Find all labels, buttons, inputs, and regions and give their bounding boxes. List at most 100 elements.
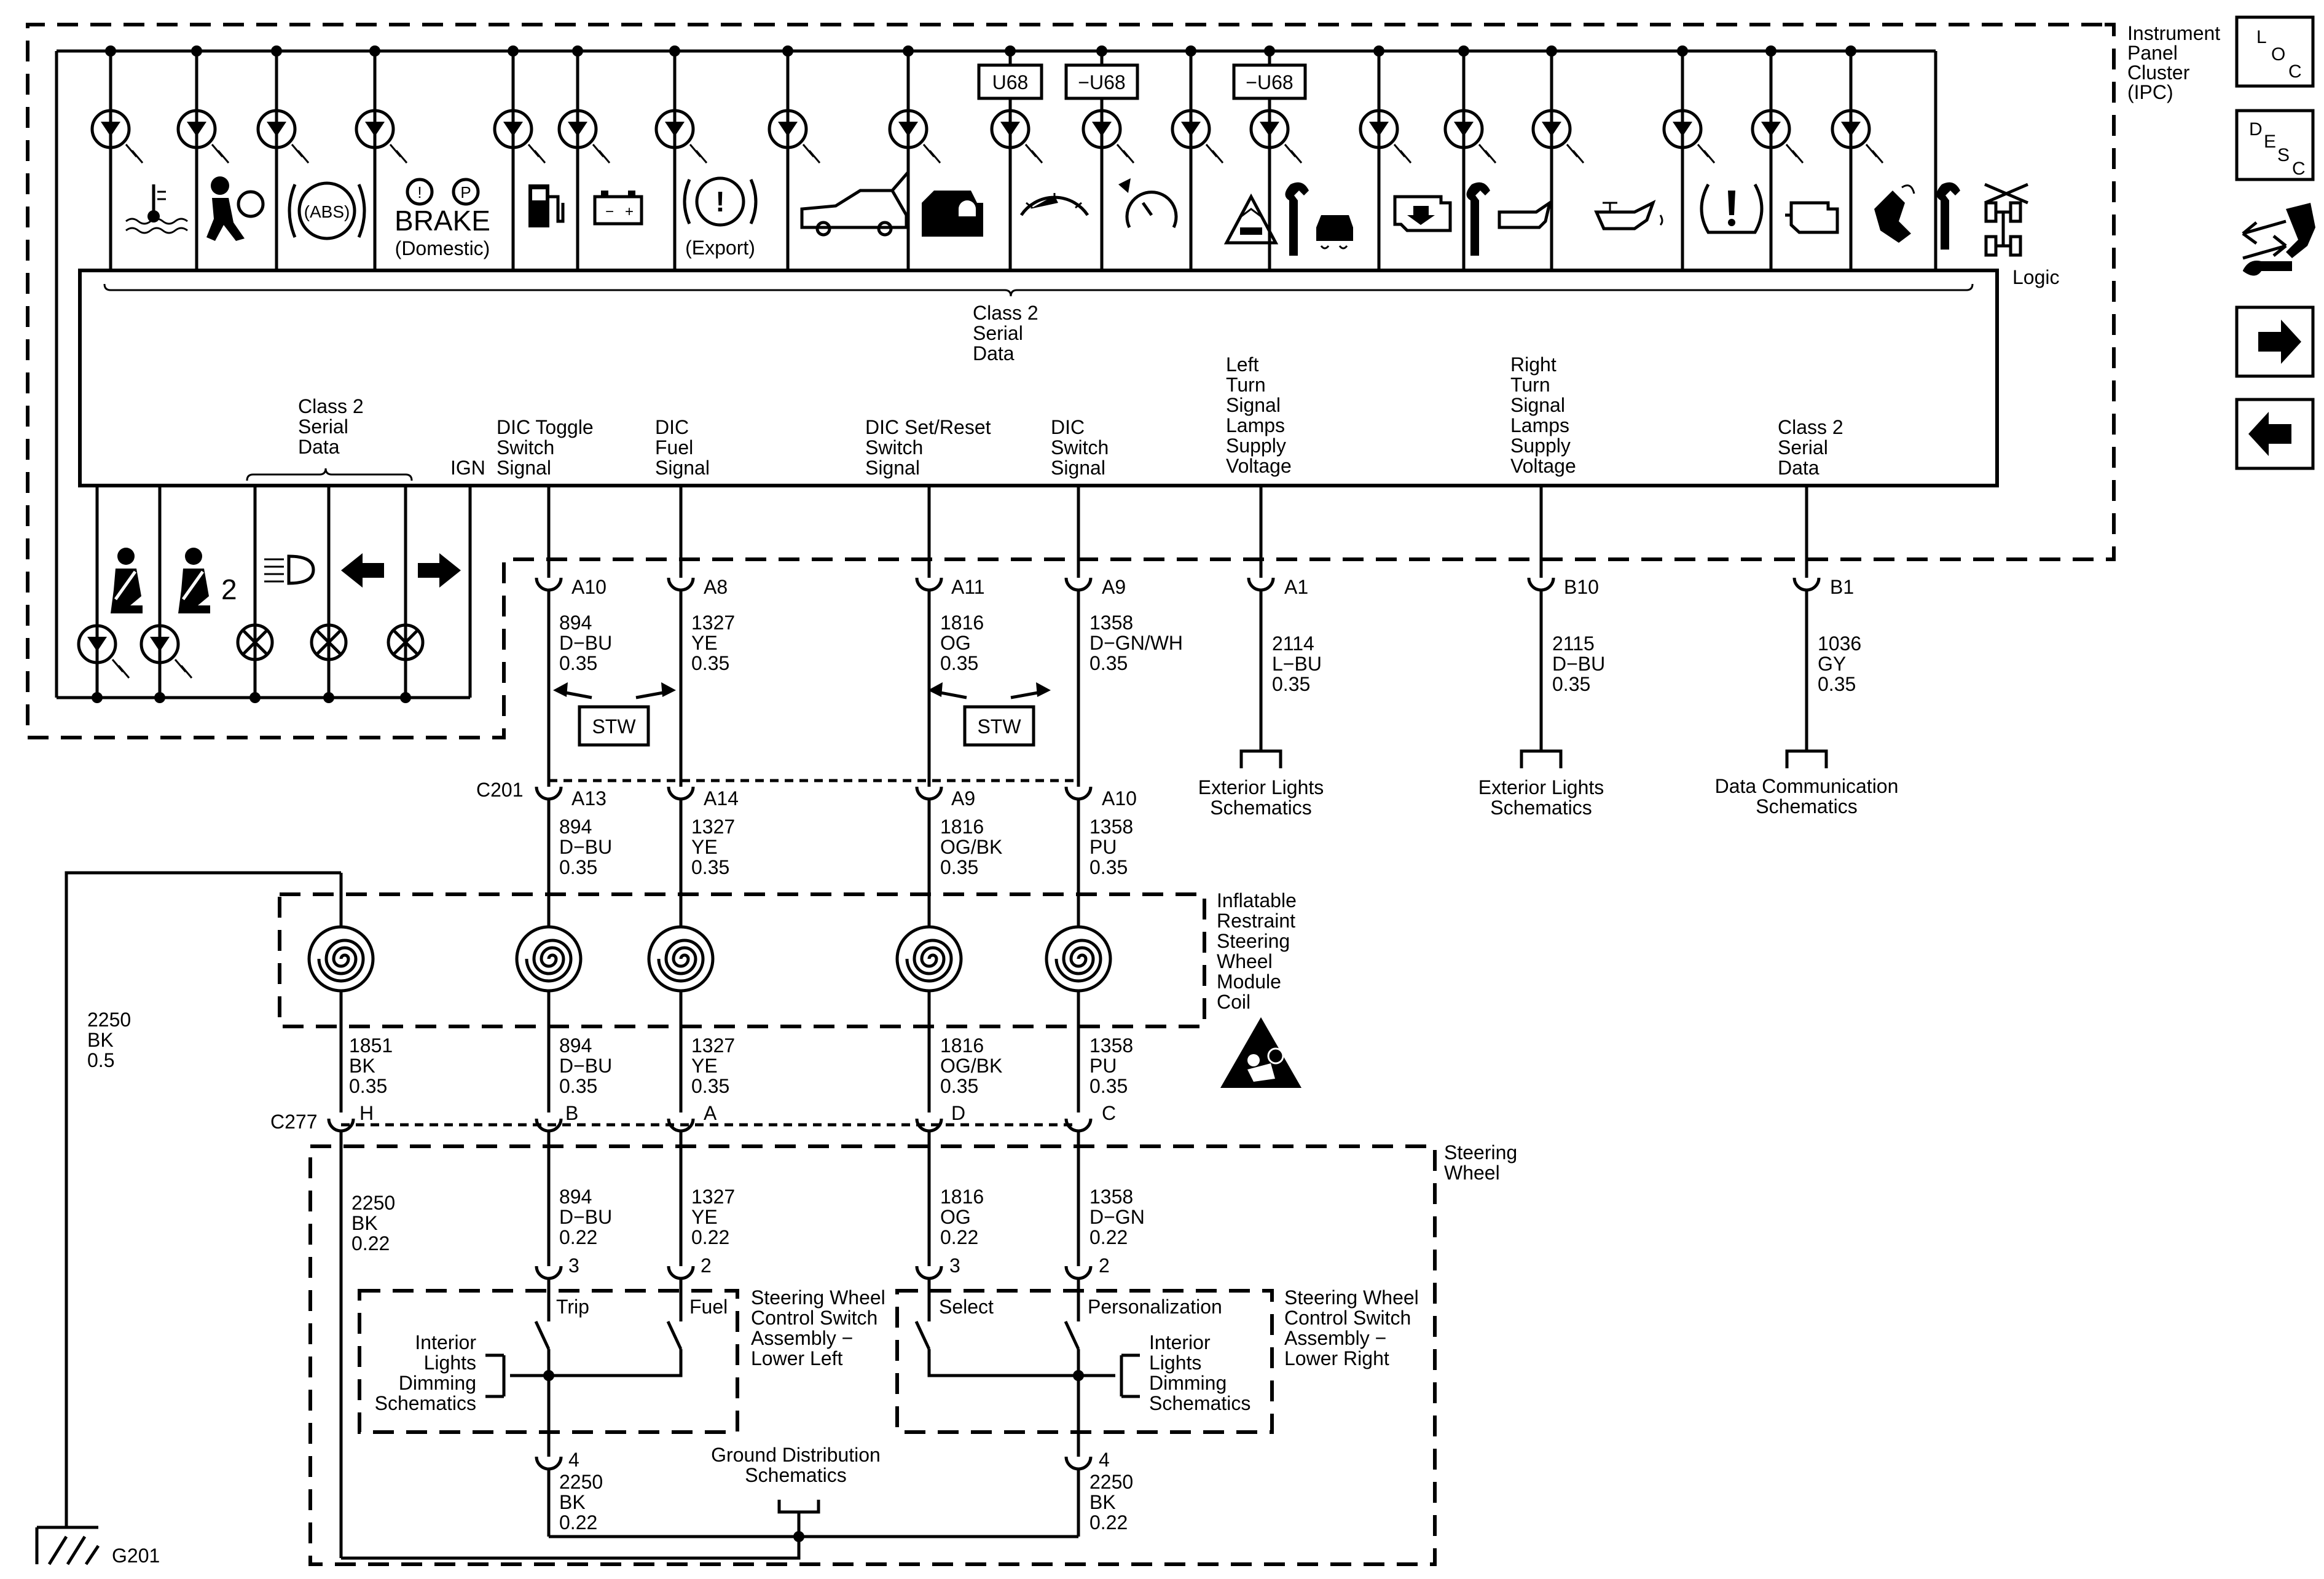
svg-text:894: 894 [559,1186,592,1208]
svg-text:U68: U68 [992,71,1029,93]
c201-pin-labels: A13 A14 A9 A10 [571,787,1137,809]
svg-text:A9: A9 [951,787,975,809]
svg-text:L−BU: L−BU [1272,653,1322,675]
traction-off-icon [1223,193,1279,245]
svg-text:Control Switch: Control Switch [751,1307,877,1329]
not-u68-option-box-2: −U68 [1232,63,1307,100]
svg-text:O: O [2271,44,2285,65]
svg-text:3: 3 [568,1254,579,1277]
svg-text:LOC: LOC [2274,51,2275,52]
svg-text:H: H [359,1102,374,1124]
svg-text:(ABS): (ABS) [304,202,350,221]
svg-text:1358: 1358 [1089,1034,1133,1057]
svg-text:L: L [2256,27,2267,47]
trip-switch: Trip [534,1296,589,1457]
svg-text:DIC Toggle: DIC Toggle [497,416,594,438]
ipc-label: Instrument Panel Cluster (IPC) [2127,22,2220,103]
arrow-right-icon [2258,320,2301,364]
driver-seatbelt-icon [111,548,143,613]
svg-text:0.22: 0.22 [1089,1226,1128,1248]
svg-text:2: 2 [701,1254,712,1277]
c277-pins [327,1118,1093,1558]
security-lock-icon [922,191,983,237]
svg-text:A13: A13 [571,787,607,809]
svg-text:B10: B10 [1564,576,1599,598]
svg-text:YE: YE [691,1206,718,1228]
svg-text:D−BU: D−BU [1552,653,1605,675]
ipc-output-wires [547,486,1808,578]
svg-text:0.35: 0.35 [691,652,729,674]
svg-text:STW: STW [977,715,1021,738]
class2-left-brace [246,468,413,481]
svg-text:Lamps: Lamps [1226,414,1285,436]
svg-text:Right: Right [1510,353,1557,376]
svg-text:A: A [704,1102,717,1124]
svg-text:D−BU: D−BU [559,836,612,858]
coolant-temperature-icon [125,184,188,234]
svg-text:D: D [951,1102,965,1124]
svg-text:Signal: Signal [655,457,710,479]
svg-text:A14: A14 [704,787,739,809]
svg-text:BK: BK [559,1491,586,1513]
wrench-oil-icon [1466,182,1552,256]
svg-text:Schematics: Schematics [745,1464,846,1486]
svg-text:Control Switch: Control Switch [1284,1307,1411,1329]
dimming-ref-right: Interior Lights Dimming Schematics [1078,1331,1250,1414]
svg-text:BK: BK [1089,1491,1116,1513]
passenger-seatbelt-icon: 2 [178,548,237,613]
svg-text:Cluster: Cluster [2127,61,2190,84]
location-button[interactable]: L O C LOC [2235,15,2315,88]
class2-bus-label: Class 2 Serial Data [973,302,1038,364]
c277-label: C277 [270,1111,318,1133]
brake-icon: ! P BRAKE (Domestic) [395,178,490,259]
next-page-button[interactable] [2235,305,2315,378]
svg-text:Voltage: Voltage [1510,455,1576,477]
svg-text:1816: 1816 [940,612,984,634]
previous-page-button[interactable] [2235,398,2315,470]
ipc-boundary [26,23,2116,739]
svg-text:Schematics: Schematics [1149,1392,1250,1414]
svg-text:Ground Distribution: Ground Distribution [711,1444,881,1466]
svg-text:Signal: Signal [865,457,920,479]
svg-text:1358: 1358 [1089,816,1133,838]
connector-wrench-icon[interactable] [2242,203,2315,276]
svg-text:Data Communication: Data Communication [1715,775,1899,797]
svg-text:0.35: 0.35 [691,856,729,878]
svg-text:Fuel: Fuel [655,436,693,459]
exterior-lights-ref-1: Exterior Lights Schematics [1198,749,1324,819]
description-button[interactable]: D E S C DESC [2235,109,2315,181]
svg-text:D−GN: D−GN [1089,1206,1145,1228]
four-wheel-drive-icon: Logic [1936,182,2060,288]
svg-text:+: + [625,203,634,220]
svg-text:DESC: DESC [2274,144,2275,146]
ground-return-wires [341,1531,1078,1560]
svg-text:−U68: −U68 [1246,71,1293,93]
wrench-skid-icon [1285,182,1353,256]
svg-text:YE: YE [691,632,718,654]
svg-text:0.35: 0.35 [1272,673,1310,695]
svg-text:2: 2 [1099,1254,1110,1277]
svg-text:0.35: 0.35 [559,652,597,674]
svg-text:Signal: Signal [1051,457,1105,479]
left-turn-arrow-icon [341,553,384,588]
svg-text:BK: BK [349,1055,375,1077]
svg-text:D−GN/WH: D−GN/WH [1089,632,1183,654]
svg-text:Signal: Signal [497,457,551,479]
svg-text:Lamps: Lamps [1510,414,1569,436]
svg-text:Signal: Signal [1510,394,1565,416]
svg-text:0.5: 0.5 [87,1049,114,1071]
svg-text:−U68: −U68 [1078,71,1125,93]
svg-text:(Domestic): (Domestic) [395,237,490,259]
fuel-switch: Fuel [549,1296,728,1377]
right-turn-voltage-label: Right Turn Signal Lamps Supply Voltage [1510,353,1576,477]
svg-text:BK: BK [87,1029,114,1051]
svg-text:A10: A10 [1102,787,1137,809]
svg-text:0.35: 0.35 [1818,673,1856,695]
svg-text:YE: YE [691,1055,718,1077]
svg-text:C: C [2292,159,2306,179]
